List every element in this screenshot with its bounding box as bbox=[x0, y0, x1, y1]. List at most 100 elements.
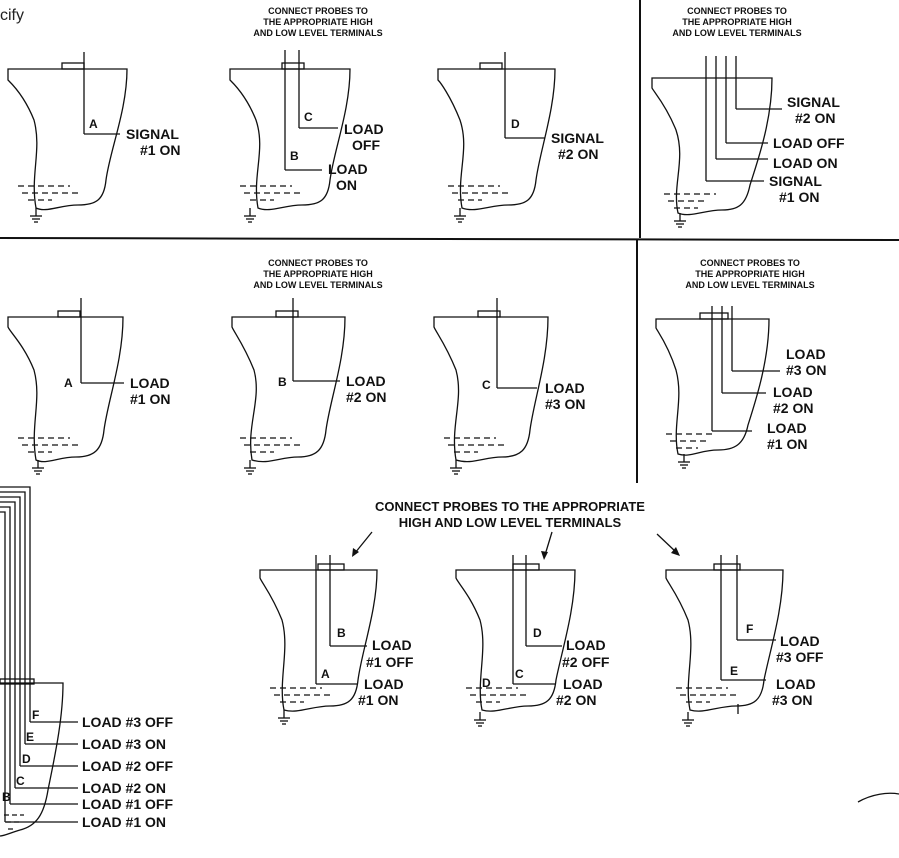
probe-label: LOAD bbox=[344, 121, 384, 137]
tank-load-2: B LOAD #2 ON bbox=[231, 298, 386, 475]
probe-label: OFF bbox=[352, 137, 380, 153]
tank-combined-row2: LOAD #3 ON LOAD #2 ON LOAD #1 ON bbox=[655, 306, 826, 469]
caption-line: CONNECT PROBES TO THE APPROPRIATE bbox=[375, 499, 645, 514]
probe-letter: D bbox=[533, 626, 542, 640]
probe-label: LOAD #1 ON bbox=[82, 814, 166, 830]
probe-label: LOAD bbox=[545, 380, 585, 396]
probe-label: LOAD bbox=[372, 637, 412, 653]
probe-label: LOAD bbox=[780, 633, 820, 649]
caption-line: AND LOW LEVEL TERMINALS bbox=[672, 28, 801, 38]
probe-label: LOAD bbox=[364, 676, 404, 692]
probe-label: SIGNAL bbox=[126, 126, 179, 142]
probe-letter: C bbox=[16, 774, 25, 788]
tank-load-1: A LOAD #1 ON bbox=[7, 298, 170, 475]
probe-label: LOAD #2 ON bbox=[82, 780, 166, 796]
probe-label: LOAD bbox=[773, 384, 813, 400]
probe-letter: D bbox=[22, 752, 31, 766]
probe-label: #1 ON bbox=[140, 142, 180, 158]
probe-label: LOAD bbox=[346, 373, 386, 389]
probe-label: #1 ON bbox=[767, 436, 807, 452]
tank-combined-row1: SIGNAL #2 ON LOAD OFF LOAD ON SIGNAL #1 … bbox=[651, 56, 845, 228]
probe-label: #1 ON bbox=[130, 391, 170, 407]
probe-letter: B bbox=[337, 626, 346, 640]
tank-load-3: C LOAD #3 ON bbox=[433, 298, 585, 475]
probe-label: #2 ON bbox=[795, 110, 835, 126]
probe-label: ON bbox=[336, 177, 357, 193]
probe-label: LOAD #1 OFF bbox=[82, 796, 173, 812]
probe-letter: C bbox=[515, 667, 524, 681]
probe-label: LOAD #3 OFF bbox=[82, 714, 173, 730]
probe-letter: C bbox=[304, 110, 313, 124]
probe-label: LOAD bbox=[566, 637, 606, 653]
cut-off-text: cify bbox=[0, 7, 24, 24]
probe-label: LOAD #3 ON bbox=[82, 736, 166, 752]
caption-row1-right: CONNECT PROBES TO THE APPROPRIATE HIGH A… bbox=[672, 6, 801, 38]
probe-label: #1 OFF bbox=[366, 654, 414, 670]
probe-letter: A bbox=[321, 667, 330, 681]
caption-line: CONNECT PROBES TO bbox=[687, 6, 787, 16]
probe-label: #1 ON bbox=[358, 692, 398, 708]
probe-letter: D bbox=[511, 117, 520, 131]
caption-line: AND LOW LEVEL TERMINALS bbox=[685, 280, 814, 290]
probe-label: LOAD bbox=[328, 161, 368, 177]
probe-label: LOAD bbox=[563, 676, 603, 692]
probe-label: #2 ON bbox=[773, 400, 813, 416]
probe-label: LOAD bbox=[786, 346, 826, 362]
divider-horizontal bbox=[0, 237, 899, 241]
probe-label: #2 OFF bbox=[562, 654, 610, 670]
probe-label: #2 ON bbox=[556, 692, 596, 708]
probe-letter: E bbox=[26, 730, 34, 744]
probe-letter: B bbox=[290, 149, 299, 163]
tank-signal-1: A SIGNAL #1 ON bbox=[7, 52, 180, 223]
tank-load-1-on-off: B LOAD #1 OFF A LOAD #1 ON bbox=[259, 555, 414, 725]
tank-load-3-on-off: F LOAD #3 OFF E LOAD #3 ON bbox=[665, 555, 824, 727]
caption-row1-middle: CONNECT PROBES TO THE APPROPRIATE HIGH A… bbox=[253, 6, 382, 38]
caption-arrows bbox=[352, 531, 680, 560]
probe-letter: B bbox=[278, 375, 287, 389]
probe-letter: A bbox=[89, 117, 98, 131]
probe-label: LOAD OFF bbox=[773, 135, 845, 151]
caption-row2-right: CONNECT PROBES TO THE APPROPRIATE HIGH A… bbox=[685, 258, 814, 290]
probe-letter: A bbox=[64, 376, 73, 390]
probe-label: #3 ON bbox=[545, 396, 585, 412]
probe-label: #3 ON bbox=[772, 692, 812, 708]
probe-letter: B bbox=[2, 790, 11, 804]
probe-label: LOAD #2 OFF bbox=[82, 758, 173, 774]
probe-label: #3 OFF bbox=[776, 649, 824, 665]
probe-label: #3 ON bbox=[786, 362, 826, 378]
caption-row2-middle: CONNECT PROBES TO THE APPROPRIATE HIGH A… bbox=[253, 258, 382, 290]
probe-letter: E bbox=[730, 664, 738, 678]
probe-label: #1 ON bbox=[779, 189, 819, 205]
caption-line: AND LOW LEVEL TERMINALS bbox=[253, 280, 382, 290]
caption-line: CONNECT PROBES TO bbox=[268, 258, 368, 268]
caption-line: CONNECT PROBES TO bbox=[700, 258, 800, 268]
caption-line: HIGH AND LOW LEVEL TERMINALS bbox=[399, 515, 622, 530]
probe-letter: F bbox=[746, 622, 753, 636]
probe-label: #2 ON bbox=[346, 389, 386, 405]
tank-combined-row3: F E D C B LOAD #3 OFF LOAD #3 ON LOAD #2… bbox=[0, 486, 173, 837]
caption-line: THE APPROPRIATE HIGH bbox=[682, 17, 792, 27]
probe-label: SIGNAL bbox=[551, 130, 604, 146]
probe-letter: D bbox=[482, 676, 491, 690]
caption-line: THE APPROPRIATE HIGH bbox=[695, 269, 805, 279]
probe-label: SIGNAL bbox=[769, 173, 822, 189]
page-corner-arc bbox=[857, 792, 899, 803]
probe-letter: F bbox=[32, 708, 39, 722]
tank-load-on-off: C LOAD OFF B LOAD ON bbox=[229, 50, 384, 223]
probe-label: #2 ON bbox=[558, 146, 598, 162]
tank-signal-2: D SIGNAL #2 ON bbox=[437, 52, 604, 223]
probe-label: SIGNAL bbox=[787, 94, 840, 110]
probe-label: LOAD ON bbox=[773, 155, 838, 171]
caption-line: CONNECT PROBES TO bbox=[268, 6, 368, 16]
caption-line: AND LOW LEVEL TERMINALS bbox=[253, 28, 382, 38]
probe-label: LOAD bbox=[776, 676, 816, 692]
probe-label: LOAD bbox=[767, 420, 807, 436]
caption-line: THE APPROPRIATE HIGH bbox=[263, 17, 373, 27]
probe-letter: C bbox=[482, 378, 491, 392]
caption-row3: CONNECT PROBES TO THE APPROPRIATE HIGH A… bbox=[375, 499, 645, 530]
caption-line: THE APPROPRIATE HIGH bbox=[263, 269, 373, 279]
probe-label: LOAD bbox=[130, 375, 170, 391]
tank-load-2-on-off: D LOAD #2 OFF C D LOAD #2 ON bbox=[455, 555, 610, 727]
